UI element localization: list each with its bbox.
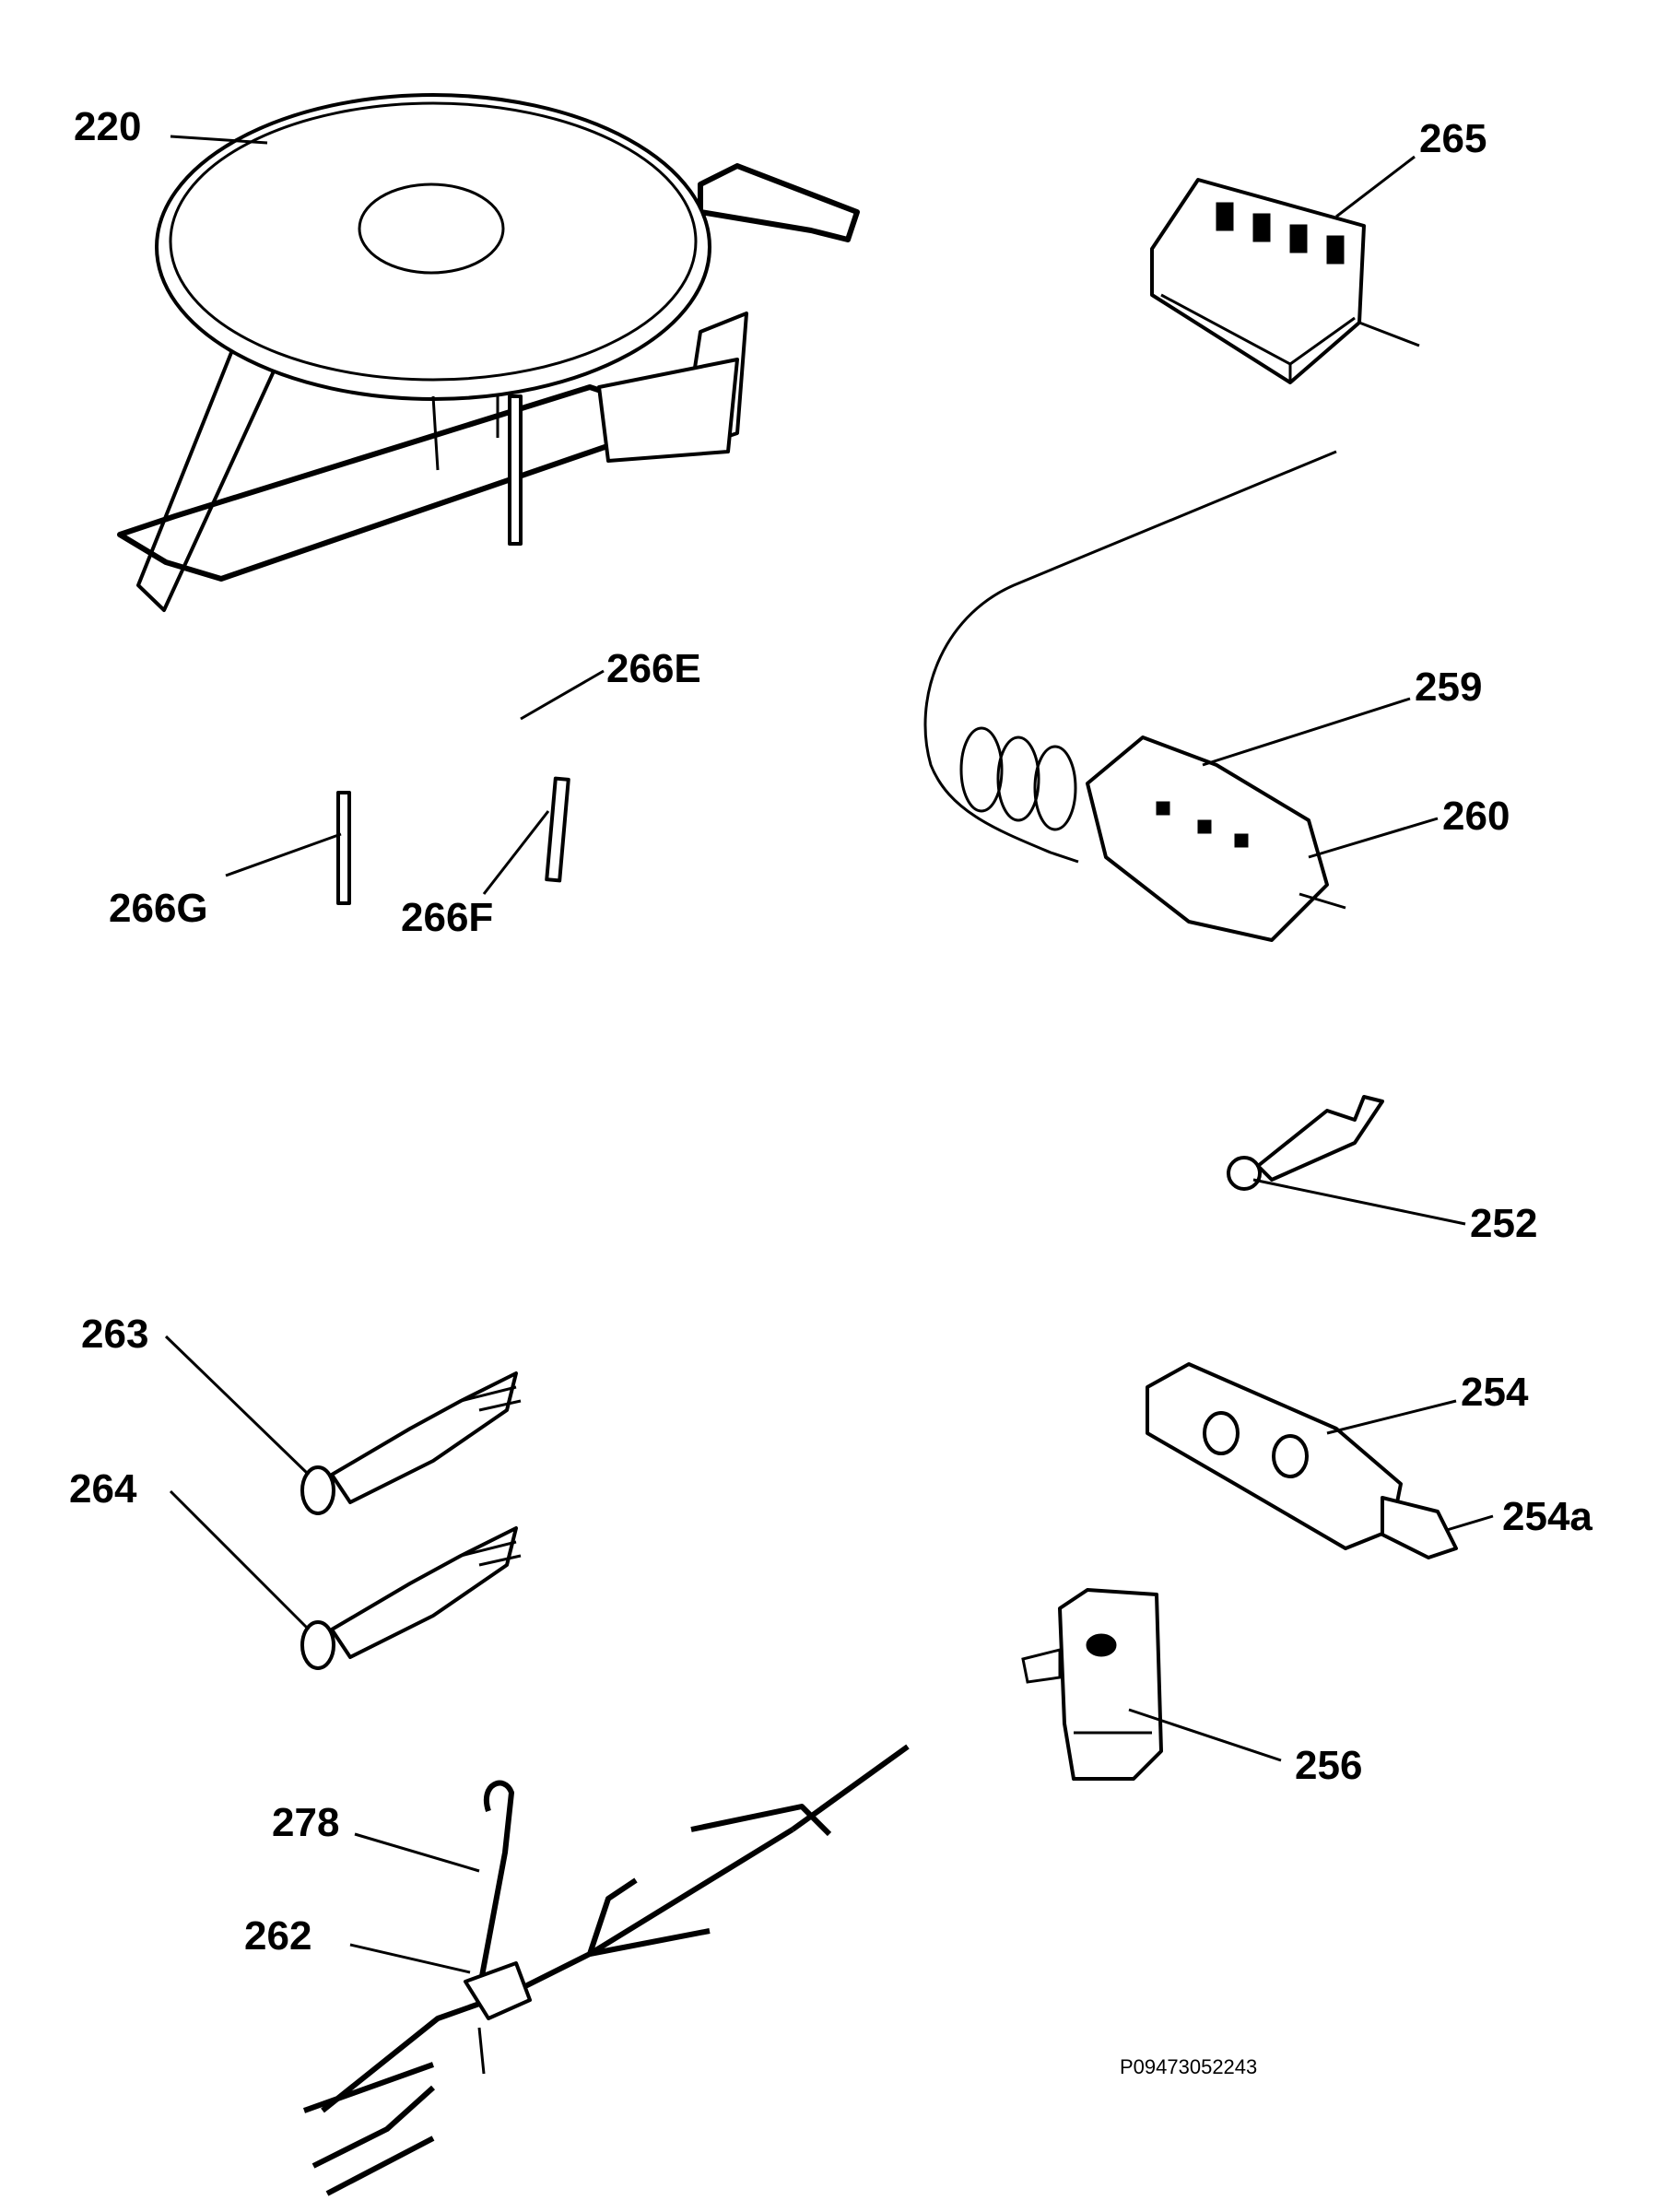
- label-263: 263: [81, 1312, 148, 1357]
- connector-264: [300, 1526, 522, 1670]
- label-254: 254: [1461, 1370, 1529, 1415]
- connector-252: [1227, 1095, 1384, 1191]
- reference-code: P09473052243: [1120, 2055, 1257, 2078]
- element-278-262: [302, 1744, 910, 2196]
- connector-263: [300, 1371, 522, 1515]
- label-262: 262: [244, 1913, 311, 1959]
- label-264: 264: [69, 1466, 137, 1512]
- terminal-pins-266: [336, 394, 570, 905]
- label-260: 260: [1442, 794, 1510, 839]
- label-259: 259: [1415, 665, 1482, 710]
- block-256: [1021, 1588, 1163, 1781]
- terminal-block-265: [1150, 178, 1420, 384]
- switch-254: [1146, 1362, 1458, 1559]
- label-266F: 266F: [401, 895, 493, 940]
- label-266E: 266E: [606, 646, 701, 691]
- label-220: 220: [74, 104, 141, 149]
- leader-lines: [164, 135, 1494, 1974]
- part-labels: 220 265 266E 266G 266F 259 260 252 263 2…: [69, 104, 1592, 2078]
- hotplate-220: [117, 93, 860, 612]
- label-254a: 254a: [1502, 1494, 1592, 1539]
- label-252: 252: [1470, 1201, 1537, 1246]
- label-256: 256: [1295, 1743, 1362, 1788]
- label-265: 265: [1419, 116, 1487, 161]
- thermostat-259-260: [923, 450, 1346, 942]
- label-278: 278: [272, 1800, 339, 1845]
- label-266G: 266G: [109, 886, 208, 931]
